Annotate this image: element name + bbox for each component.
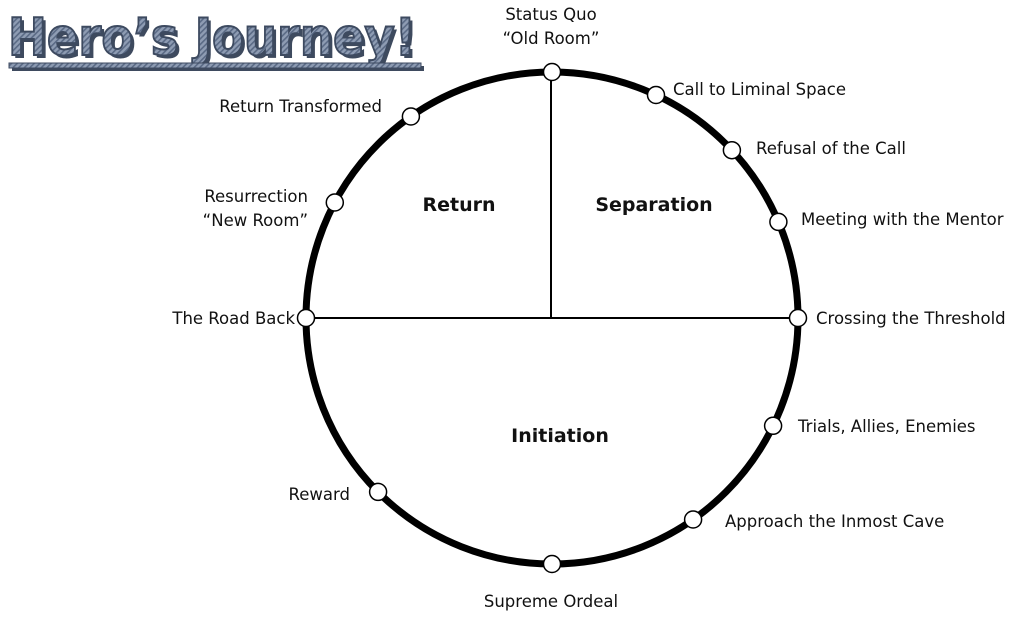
page-title: Hero’s Journey! (8, 8, 416, 68)
stage-node-status-quo (542, 62, 562, 82)
stage-label-line: Trials, Allies, Enemies (797, 417, 976, 436)
stage-label-line: Reward (289, 485, 350, 504)
stage-label-line: Crossing the Threshold (816, 309, 1006, 328)
stage-node-refusal-of-the-call (722, 140, 742, 160)
stage-label-line: Status Quo (505, 5, 596, 24)
stage-label-call-to-liminal-space: Call to Liminal Space (673, 80, 846, 99)
stage-label-approach-the-inmost-cave: Approach the Inmost Cave (725, 512, 944, 531)
stage-label-trials-allies-enemies: Trials, Allies, Enemies (797, 417, 976, 436)
stage-node-trials-allies-enemies (763, 416, 783, 436)
title-shadow: Hero’s Journey! (11, 11, 419, 71)
stage-node-the-road-back (296, 308, 316, 328)
stage-label-status-quo: Status Quo “Old Room” (503, 5, 600, 48)
stage-label-resurrection: Resurrection “New Room” (203, 187, 308, 230)
stage-label-line: Supreme Ordeal (484, 592, 618, 611)
section-label-return: Return (422, 194, 495, 216)
stage-label-reward: Reward (289, 485, 350, 504)
stage-node-supreme-ordeal (542, 554, 562, 574)
stage-label-supreme-ordeal: Supreme Ordeal (484, 592, 618, 611)
stage-node-call-to-liminal-space (646, 85, 666, 105)
stage-label-return-transformed: Return Transformed (219, 97, 382, 116)
stage-label-line: Call to Liminal Space (673, 80, 846, 99)
stage-label-line: Meeting with the Mentor (801, 210, 1004, 229)
section-label-separation: Separation (595, 194, 712, 216)
stage-label-line: Approach the Inmost Cave (725, 512, 944, 531)
stage-nodes (296, 62, 808, 574)
stage-node-return-transformed (401, 107, 421, 126)
stage-node-resurrection (325, 193, 345, 212)
stage-node-crossing-the-threshold (788, 308, 808, 328)
stage-label-line: Return Transformed (219, 97, 382, 116)
stage-labels: Status Quo “Old Room” Call to Liminal Spac… (171, 5, 1005, 611)
title-underline (8, 62, 422, 69)
stage-label-line: Refusal of the Call (756, 139, 906, 158)
stage-label-crossing-the-threshold: Crossing the Threshold (816, 309, 1006, 328)
stage-label-line: Resurrection (204, 187, 308, 206)
stage-label-the-road-back: The Road Back (171, 309, 295, 328)
stage-node-reward (368, 482, 388, 502)
title-banner: Hero’s Journey! Hero’s Journey! (7, 7, 424, 71)
stage-node-meeting-with-the-mentor (769, 212, 788, 232)
stage-label-line: “New Room” (203, 211, 308, 230)
section-label-initiation: Initiation (511, 425, 609, 447)
stage-label-meeting-with-the-mentor: Meeting with the Mentor (801, 210, 1004, 229)
stage-label-line: The Road Back (171, 309, 295, 328)
stage-label-refusal-of-the-call: Refusal of the Call (756, 139, 906, 158)
stage-label-line: “Old Room” (503, 29, 600, 48)
stage-node-approach-the-inmost-cave (683, 510, 703, 529)
